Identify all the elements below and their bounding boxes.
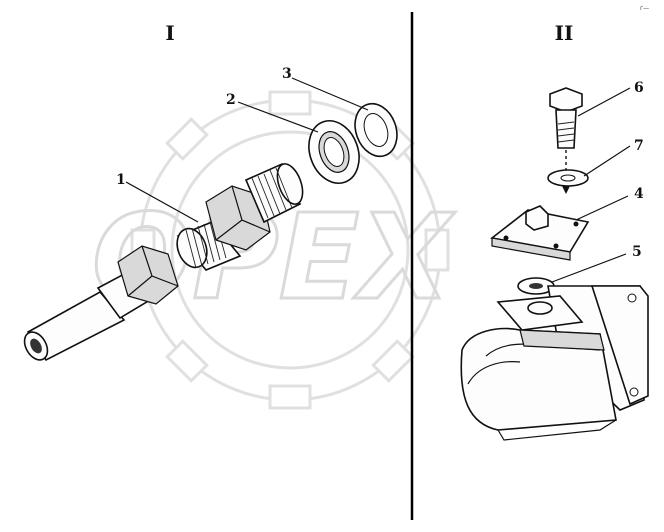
leader-line-1: [125, 181, 199, 223]
bolt-part-6: [549, 87, 583, 194]
leader-line-5: [551, 253, 627, 283]
callout-3: 3: [282, 66, 292, 82]
callout-4: 4: [634, 186, 644, 202]
callout-7: 7: [634, 138, 644, 154]
washer-part-2: [308, 120, 360, 184]
leader-line-2: [237, 101, 319, 133]
leader-line-3: [291, 77, 369, 111]
tube-fitting-assembly: [23, 162, 304, 362]
callout-5: 5: [632, 244, 642, 260]
leader-line-4: [575, 195, 629, 221]
leader-line-6: [577, 87, 631, 117]
corner-mark: г—: [640, 5, 649, 12]
valve-housing: [460, 285, 649, 441]
panel-label-right: II: [555, 21, 574, 45]
leader-line-7: [583, 145, 631, 177]
washer-part-7: [547, 169, 589, 187]
callout-6: 6: [634, 80, 644, 96]
callout-2: 2: [226, 92, 236, 108]
callout-1: 1: [116, 172, 126, 188]
panel-label-left: I: [165, 21, 174, 45]
gasket-part-5: [517, 277, 555, 295]
washer-part-3: [354, 102, 398, 158]
flange-part-4: [490, 205, 590, 261]
